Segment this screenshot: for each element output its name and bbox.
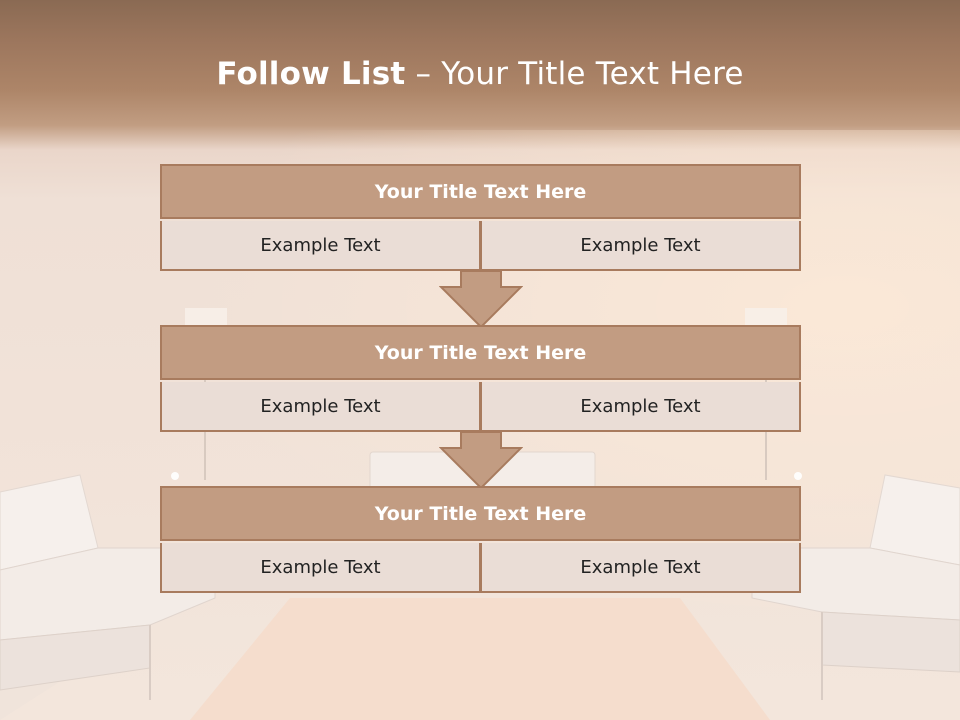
block-header: Your Title Text Here bbox=[160, 486, 801, 541]
block-cell-right: Example Text bbox=[480, 382, 801, 432]
block-header: Your Title Text Here bbox=[160, 325, 801, 380]
block-cell-left: Example Text bbox=[160, 543, 481, 593]
block-cell-right: Example Text bbox=[480, 543, 801, 593]
slide-title: Follow List – Your Title Text Here bbox=[0, 56, 960, 92]
slide-title-rest: – Your Title Text Here bbox=[405, 56, 744, 92]
block-header: Your Title Text Here bbox=[160, 164, 801, 219]
block-cell-left: Example Text bbox=[160, 382, 481, 432]
slide-title-bold: Follow List bbox=[216, 56, 406, 92]
down-arrow-2 bbox=[439, 432, 523, 490]
block-cell-right: Example Text bbox=[480, 221, 801, 271]
down-arrow-1 bbox=[439, 271, 523, 329]
block-cell-left: Example Text bbox=[160, 221, 481, 271]
